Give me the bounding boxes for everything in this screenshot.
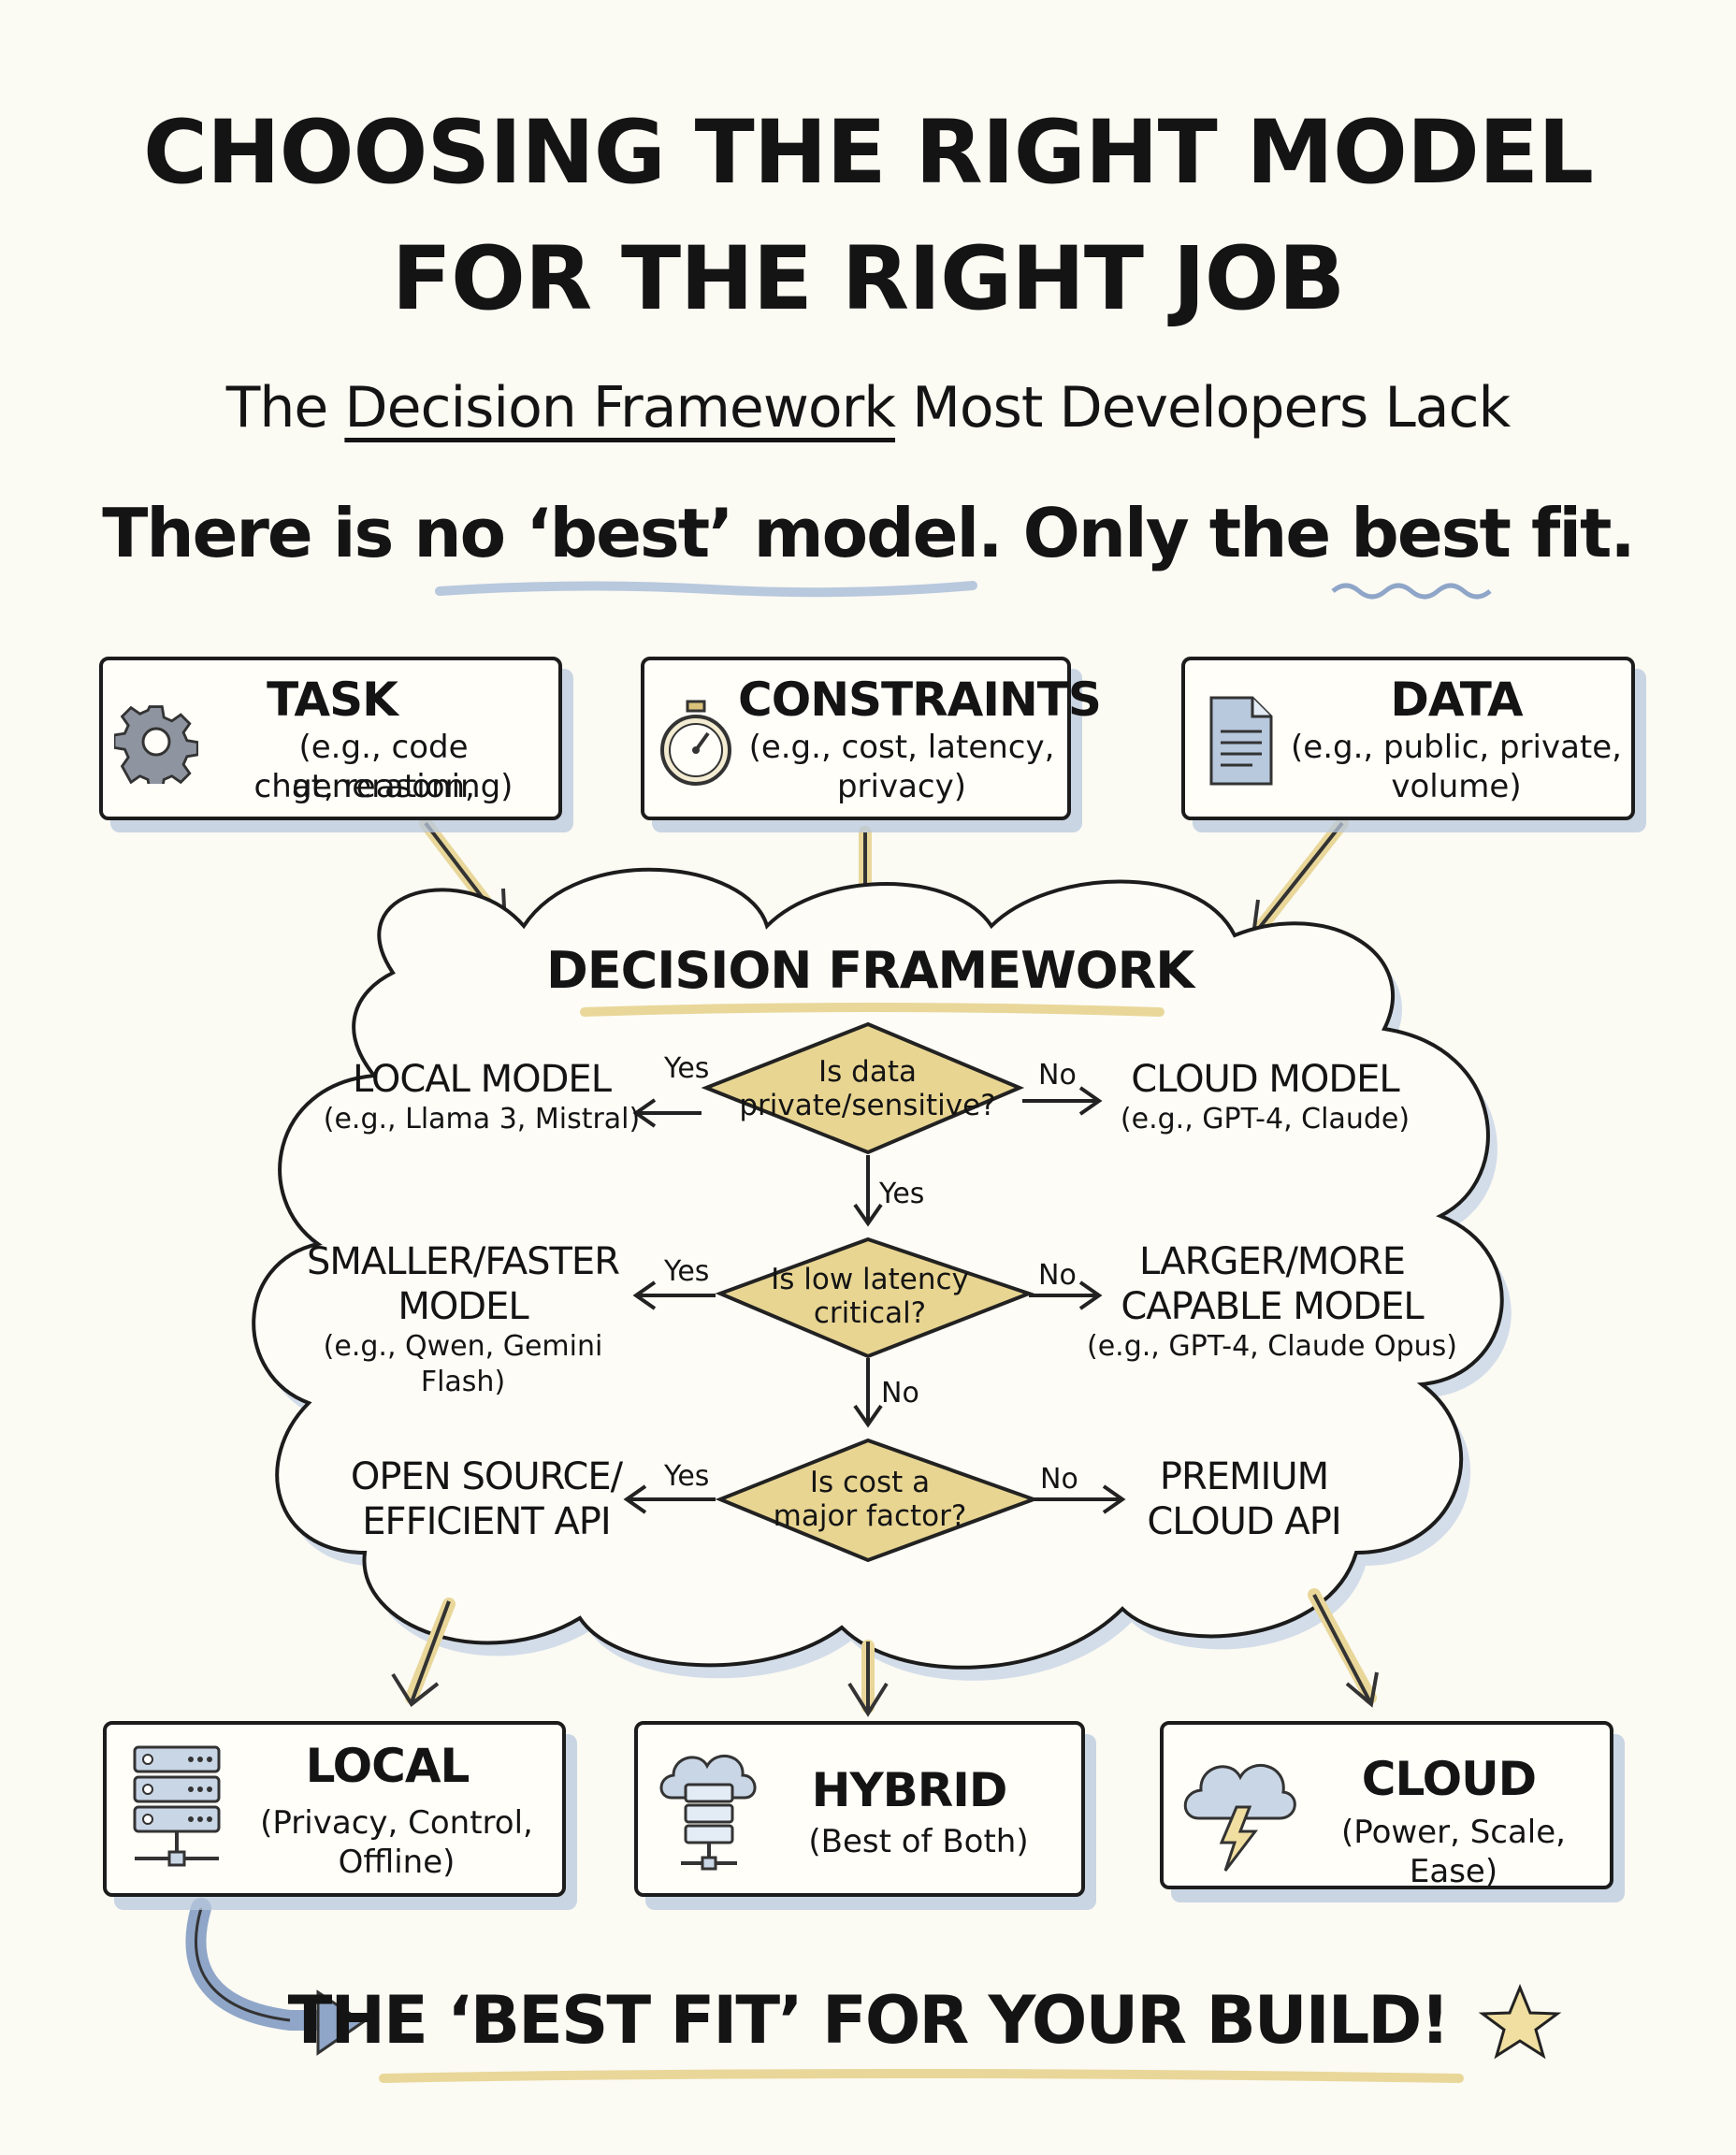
local-model-outcome: LOCAL MODEL (e.g., Llama 3, Mistral) [323, 1058, 641, 1135]
q1-down-label: Yes [879, 1178, 925, 1210]
subtitle-highlight: Decision Framework [344, 375, 896, 441]
diamond-q2 [715, 1237, 1034, 1359]
q1-no-label: No [1038, 1059, 1077, 1092]
hybrid-title: HYBRID [811, 1763, 1008, 1817]
local-title: LOCAL [305, 1739, 470, 1793]
q2-down-label: No [881, 1377, 919, 1410]
tagline-squiggle [1331, 583, 1492, 600]
star-icon [1478, 1984, 1562, 2060]
q2-yes-label: Yes [664, 1255, 710, 1288]
diamond-q3 [715, 1438, 1039, 1563]
cloud-title: CLOUD [1361, 1752, 1537, 1806]
cloud-box: CLOUD (Power, Scale, Ease) [1160, 1721, 1613, 1890]
arrow-local [391, 1600, 451, 1707]
data-sub-2: volume) [1391, 768, 1522, 805]
data-sub-1: (e.g., public, private, [1291, 729, 1622, 766]
hybrid-box: HYBRID (Best of Both) [634, 1721, 1085, 1897]
data-title: DATA [1390, 673, 1523, 727]
smaller-model-outcome: SMALLER/FASTER MODEL (e.g., Qwen, Gemini… [307, 1240, 620, 1398]
footer-slogan: THE ‘BEST FIT’ FOR YOUR BUILD! [287, 1982, 1451, 2059]
task-title: TASK [267, 673, 398, 727]
q2-no-label: No [1038, 1259, 1077, 1292]
subtitle: The Decision Framework Most Developers L… [225, 375, 1512, 441]
hybrid-sub-1: (Best of Both) [808, 1823, 1029, 1860]
title-line-1: CHOOSING THE RIGHT MODEL [142, 102, 1594, 204]
document-icon [1209, 696, 1273, 786]
arrow-hybrid [847, 1642, 889, 1717]
footer-underline [379, 2069, 1464, 2083]
gear-icon [114, 705, 198, 784]
footer-swoosh-outline [195, 1907, 291, 2022]
task-box: TASK (e.g., code generation, chat, reaso… [99, 657, 562, 820]
stopwatch-icon [660, 700, 731, 786]
cloud-server-icon [659, 1755, 757, 1871]
open-source-outcome: OPEN SOURCE/ EFFICIENT API [350, 1455, 623, 1543]
constraints-title: CONSTRAINTS [738, 673, 1102, 727]
cloud-model-outcome: CLOUD MODEL (e.g., GPT-4, Claude) [1120, 1058, 1410, 1135]
task-sub-1: (e.g., code generation, [292, 729, 475, 805]
larger-model-outcome: LARGER/MORE CAPABLE MODEL (e.g., GPT-4, … [1087, 1240, 1457, 1363]
constraints-box: CONSTRAINTS (e.g., cost, latency, privac… [641, 657, 1102, 820]
q3-yes-label: Yes [664, 1460, 710, 1493]
title-line-2: FOR THE RIGHT JOB [391, 228, 1346, 330]
constraints-sub-2: privacy) [836, 768, 967, 805]
local-box: LOCAL (Privacy, Control, Offline) [103, 1721, 566, 1897]
framework-underline [580, 1003, 1165, 1017]
q3-no-label: No [1040, 1463, 1078, 1496]
local-sub-1: (Privacy, Control, [260, 1804, 533, 1842]
premium-api-outcome: PREMIUM CLOUD API [1147, 1455, 1341, 1543]
footer-arrowhead [316, 1989, 366, 2056]
q1-yes-label: Yes [664, 1052, 710, 1085]
arrow-cloud [1312, 1594, 1379, 1708]
storm-cloud-icon [1183, 1763, 1296, 1872]
constraints-sub-1: (e.g., cost, latency, [748, 729, 1055, 766]
framework-title: DECISION FRAMEWORK [545, 941, 1194, 1000]
local-sub-2: Offline) [338, 1844, 456, 1881]
server-rack-icon [133, 1745, 221, 1867]
arrow-data [1251, 821, 1344, 938]
diamond-q1 [701, 1021, 1025, 1155]
tagline: There is no ‘best’ model. Only the best … [102, 494, 1636, 572]
decision-arrows [623, 1086, 1126, 1514]
tagline-underline [435, 581, 977, 598]
cloud-sub-1: (Power, Scale, Ease) [1341, 1814, 1566, 1890]
task-sub-2: chat, reasoning) [253, 768, 514, 805]
data-box: DATA (e.g., public, private, volume) [1181, 657, 1635, 820]
